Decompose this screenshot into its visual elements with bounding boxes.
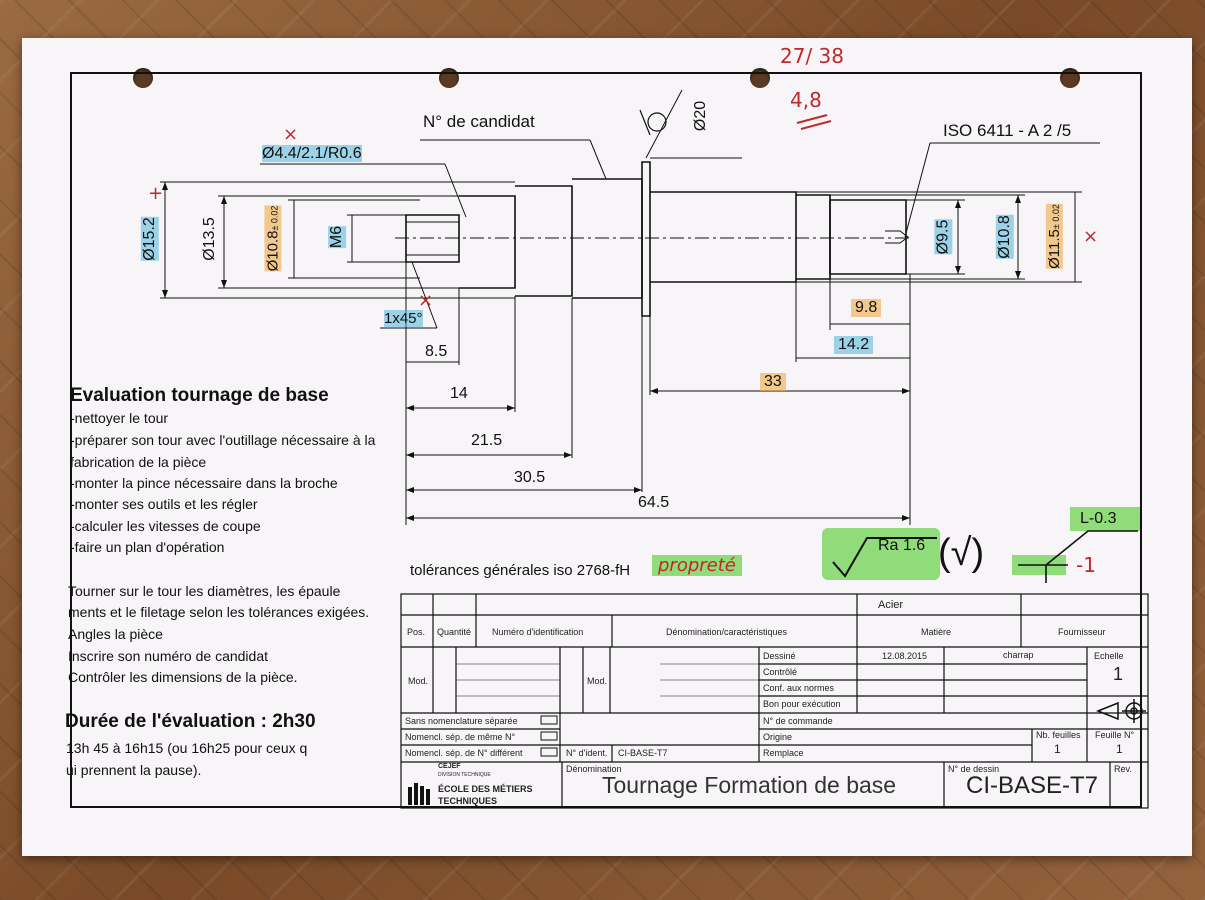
mod-label: Mod. <box>408 676 429 686</box>
nomenclature-1: Sans nomenclature séparée <box>405 716 518 726</box>
length-9-8: 9.8 <box>851 299 882 317</box>
grade-mark: 4,8 <box>790 88 822 112</box>
instruction-paragraph: ments et le filetage selon les tolérance… <box>68 604 370 620</box>
instruction-paragraph: Tourner sur le tour les diamètres, les é… <box>68 583 341 599</box>
chamfer-label: 1x45° <box>384 310 423 327</box>
length-21-5: 21.5 <box>471 432 503 449</box>
hole-spec-label: Ø4.4/2.1/R0.6 <box>262 145 362 162</box>
ident-value: CI-BASE-T7 <box>618 748 668 758</box>
roughness-parenthesis: (√) <box>938 532 985 574</box>
grade-underline <box>796 114 832 130</box>
candidate-number-label: N° de candidat <box>423 112 535 131</box>
denomination-label: Dénomination <box>566 764 622 774</box>
length-30-5: 30.5 <box>514 469 546 486</box>
geo-highlight <box>1070 507 1140 531</box>
header-identification: Numéro d'identification <box>492 627 584 637</box>
instruction-item: -calculer les vitesses de coupe <box>70 518 261 534</box>
sheet-number-label: Feuille N° <box>1095 730 1135 740</box>
drawing-title: Tournage Formation de base <box>602 772 897 798</box>
duration-line: ui prennent la pause). <box>66 762 202 778</box>
duration-line: 13h 45 à 16h15 (ou 16h25 pour ceux q <box>66 740 308 756</box>
general-tolerances: tolérances générales iso 2768-fH <box>410 562 631 579</box>
nomenclature-2: Nomencl. sép. de même N° <box>405 732 516 742</box>
instruction-item: -nettoyer le tour <box>70 410 169 426</box>
row-order: N° de commande <box>763 716 833 726</box>
error-mark: × <box>1083 226 1099 247</box>
drawing-number-label: N° de dessin <box>948 764 1000 774</box>
geometric-tolerance-value: L-0.3 <box>1080 510 1117 527</box>
duration-title: Durée de l'évaluation : 2h30 <box>65 711 316 732</box>
drawn-author: charrap <box>1003 650 1034 660</box>
iso-center-hole-label: ISO 6411 - A 2 /5 <box>943 121 1072 140</box>
header-pos: Pos. <box>407 627 426 637</box>
sheets-count: 1 <box>1054 742 1061 756</box>
instruction-paragraph: Contrôler les dimensions de la pièce. <box>68 669 298 685</box>
deduction-mark: -1 <box>1076 553 1096 577</box>
length-14-2: 14.2 <box>834 336 874 354</box>
instruction-paragraph: Angles la pièce <box>68 626 163 642</box>
nomenclature-3: Nomencl. sép. de N° différent <box>405 748 523 758</box>
row-origin: Origine <box>763 732 793 742</box>
error-mark: × <box>283 124 299 145</box>
row-conformity: Conf. aux normes <box>763 683 835 693</box>
error-mark: × <box>418 290 434 311</box>
drawing-frame <box>70 72 1142 808</box>
row-replaces: Remplace <box>763 748 804 758</box>
length-33: 33 <box>760 373 786 391</box>
school-division: DIVISION TECHNIQUE <box>438 772 491 778</box>
drawing-sheet <box>22 38 1192 856</box>
header-material: Matière <box>921 627 952 637</box>
instruction-item: -monter la pince nécessaire dans la broc… <box>70 475 338 491</box>
instruction-paragraph: Inscrire son numéro de candidat <box>68 648 268 664</box>
instruction-item: -faire un plan d'opération <box>70 539 225 555</box>
roughness-value: Ra 1.6 <box>878 537 926 554</box>
grade-score: 27/ 38 <box>780 44 844 68</box>
scale-value: 1 <box>1113 664 1124 684</box>
school-cejef: CEJEF <box>438 763 461 770</box>
instructions-title: Evaluation tournage de base <box>70 385 329 406</box>
material-value: Acier <box>878 599 904 611</box>
mod-label: Mod. <box>587 676 608 686</box>
cleanliness-note: propreté <box>652 555 742 576</box>
drawn-date: 12.08.2015 <box>882 651 928 661</box>
header-denomination: Dénomination/caractéristiques <box>666 627 788 637</box>
row-checked: Contrôlé <box>763 667 798 677</box>
geometric-tolerance-symbol <box>1018 530 1138 583</box>
header-supplier: Fournisseur <box>1058 627 1106 637</box>
revision-label: Rev. <box>1114 764 1132 774</box>
length-14: 14 <box>450 385 468 402</box>
sheet-number: 1 <box>1116 742 1123 756</box>
scale-label: Echelle <box>1094 651 1124 661</box>
header-quantity: Quantité <box>437 627 472 637</box>
plus-mark: + <box>148 183 164 204</box>
roughness-symbol <box>832 537 937 578</box>
instruction-item: -monter ses outils et les régler <box>70 496 258 512</box>
ident-label: N° d'ident. <box>566 748 608 758</box>
school-name-1: ÉCOLE DES MÉTIERS <box>438 784 533 794</box>
drawing-number: CI-BASE-T7 <box>966 772 1099 799</box>
sheets-count-label: Nb. feuilles <box>1036 730 1081 740</box>
row-drawn: Dessiné <box>763 651 796 661</box>
row-approval: Bon pour exécution <box>763 699 841 709</box>
instruction-item: fabrication de la pièce <box>70 454 207 470</box>
length-8-5: 8.5 <box>425 343 448 360</box>
length-64-5: 64.5 <box>638 494 670 511</box>
instruction-item: -préparer son tour avec l'outillage néce… <box>70 432 376 448</box>
school-name-2: TECHNIQUES <box>438 796 498 806</box>
